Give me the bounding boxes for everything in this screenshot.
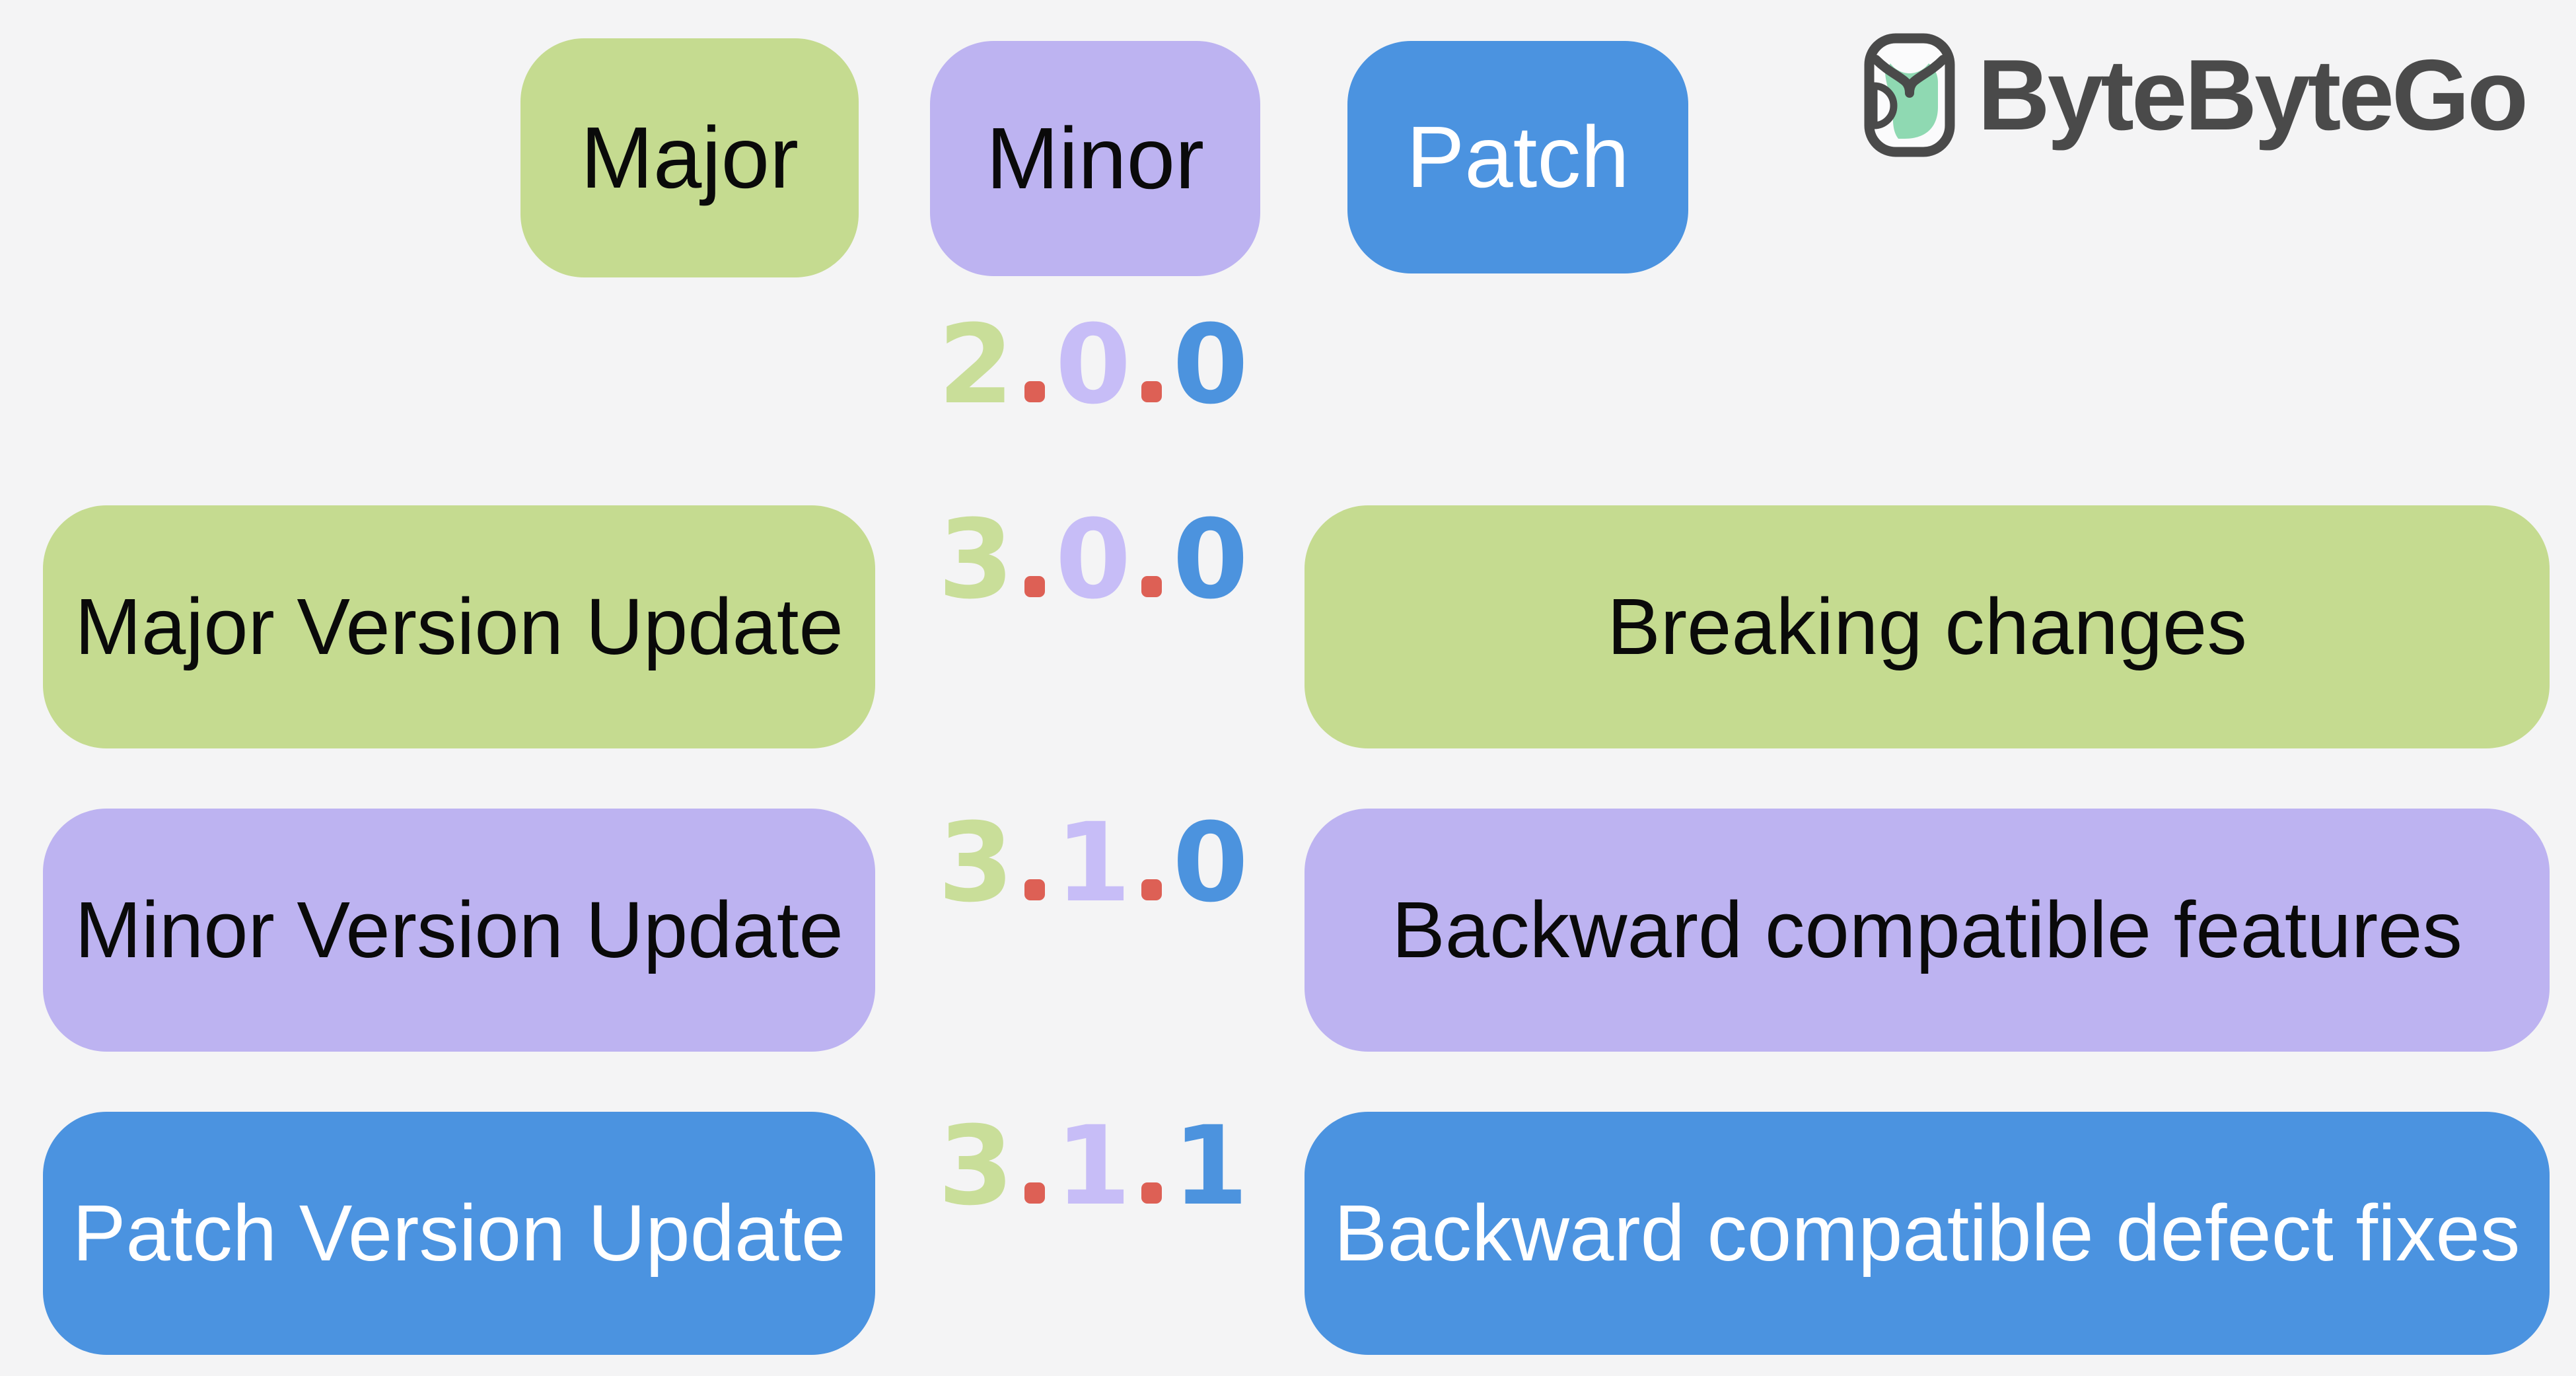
legend-minor-label: Minor <box>985 110 1205 207</box>
description-pill-patch: Backward compatible defect fixes <box>1305 1112 2550 1355</box>
description-label: Breaking changes <box>1607 581 2247 672</box>
legend-major-label: Major <box>580 109 799 207</box>
version-separator-dot-icon <box>1024 879 1045 900</box>
version-separator-dot-icon <box>1141 1182 1163 1204</box>
description-label: Backward compatible features <box>1392 885 2462 975</box>
version-separator-dot-icon <box>1024 1182 1045 1204</box>
version-patch-digit: 1 <box>1172 1103 1248 1229</box>
version-minor-digit: 0 <box>1055 301 1131 428</box>
legend-pill-patch: Patch <box>1347 41 1688 273</box>
version-separator-dot-icon <box>1141 879 1163 900</box>
version-separator-dot-icon <box>1141 381 1163 402</box>
description-pill-minor: Backward compatible features <box>1305 809 2550 1052</box>
version-minor-digit: 0 <box>1055 496 1131 623</box>
bytebytego-logo-icon <box>1864 33 1955 157</box>
legend-patch-label: Patch <box>1406 108 1629 206</box>
update-type-pill-minor: Minor Version Update <box>43 809 875 1052</box>
bytebytego-logo: ByteByteGo <box>1864 33 2528 157</box>
description-pill-major: Breaking changes <box>1305 505 2550 748</box>
update-type-pill-major: Major Version Update <box>43 505 875 748</box>
version-minor-digit: 1 <box>1055 799 1131 926</box>
version-separator-dot-icon <box>1141 576 1163 597</box>
legend-pill-minor: Minor <box>930 41 1260 276</box>
bytebytego-logo-text: ByteByteGo <box>1978 39 2528 151</box>
version-minor-digit: 1 <box>1055 1103 1131 1229</box>
version-number-major-update: 3 0 0 <box>938 505 1248 748</box>
version-patch-digit: 0 <box>1172 799 1248 926</box>
version-major-digit: 3 <box>938 496 1014 623</box>
update-type-label: Patch Version Update <box>72 1188 846 1278</box>
legend-pill-major: Major <box>520 38 859 277</box>
update-type-pill-patch: Patch Version Update <box>43 1112 875 1355</box>
version-number-minor-update: 3 1 0 <box>938 809 1248 1052</box>
version-major-digit: 3 <box>938 799 1014 926</box>
version-major-digit: 3 <box>938 1103 1014 1229</box>
version-major-digit: 2 <box>938 301 1014 428</box>
base-version: 2 0 0 <box>938 310 1248 462</box>
version-patch-digit: 0 <box>1172 496 1248 623</box>
version-patch-digit: 0 <box>1172 301 1248 428</box>
version-separator-dot-icon <box>1024 381 1045 402</box>
update-type-label: Minor Version Update <box>75 885 843 975</box>
version-number-patch-update: 3 1 1 <box>938 1112 1248 1355</box>
update-type-label: Major Version Update <box>75 581 843 672</box>
description-label: Backward compatible defect fixes <box>1334 1188 2521 1278</box>
version-separator-dot-icon <box>1024 576 1045 597</box>
